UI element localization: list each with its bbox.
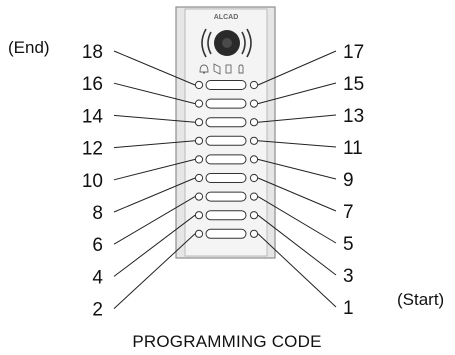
call-button-right[interactable] bbox=[249, 136, 259, 145]
button-number-right: 5 bbox=[343, 234, 354, 255]
call-button-left[interactable] bbox=[194, 192, 204, 201]
button-number-right: 15 bbox=[343, 74, 364, 95]
call-button-left[interactable] bbox=[194, 99, 204, 108]
button-number-right: 17 bbox=[343, 42, 364, 63]
leader-line bbox=[113, 114, 196, 123]
call-button-right[interactable] bbox=[249, 80, 259, 90]
button-number-right: 11 bbox=[343, 138, 363, 159]
leader-line bbox=[113, 233, 196, 309]
call-button-left[interactable] bbox=[194, 136, 204, 145]
button-numbers: 18 17 16 15 14 13 12 11 10 9 8 7 6 5 4 3 2 1 bbox=[82, 42, 364, 321]
call-button-left[interactable] bbox=[194, 229, 204, 238]
call-button-right[interactable] bbox=[249, 229, 259, 238]
leader-line bbox=[257, 158, 337, 180]
call-button-left[interactable] bbox=[194, 118, 204, 127]
name-tag bbox=[205, 135, 247, 146]
name-tag bbox=[205, 191, 247, 202]
button-number-left: 14 bbox=[82, 106, 104, 127]
button-number-left: 12 bbox=[82, 139, 103, 160]
leader-line bbox=[257, 214, 337, 276]
leader-line bbox=[113, 196, 196, 245]
button-number-right: 7 bbox=[343, 202, 354, 223]
bell-icon bbox=[199, 64, 209, 74]
name-tag bbox=[205, 80, 247, 90]
leader-line bbox=[257, 233, 337, 308]
call-button-right[interactable] bbox=[249, 155, 259, 164]
call-button-right[interactable] bbox=[249, 211, 259, 220]
leader-line bbox=[257, 82, 337, 105]
call-button-left[interactable] bbox=[194, 80, 204, 90]
button-number-left: 10 bbox=[82, 171, 103, 192]
speaker-icon bbox=[201, 28, 252, 58]
status-icons bbox=[199, 63, 244, 75]
call-button-right[interactable] bbox=[249, 173, 259, 183]
leader-line bbox=[257, 114, 337, 123]
call-button-right[interactable] bbox=[249, 118, 259, 127]
name-tag bbox=[205, 98, 247, 109]
leader-line bbox=[113, 50, 196, 86]
button-number-left: 4 bbox=[92, 267, 103, 288]
name-tag bbox=[205, 210, 247, 221]
leader-line bbox=[113, 140, 196, 149]
intercom-panel: ALCAD bbox=[175, 6, 276, 259]
leader-line bbox=[257, 50, 337, 86]
name-tag bbox=[205, 154, 247, 165]
leader-lines bbox=[113, 50, 337, 309]
key-icon bbox=[225, 64, 232, 74]
hand-icon bbox=[238, 64, 244, 74]
call-button-right[interactable] bbox=[249, 192, 259, 201]
button-number-right: 13 bbox=[343, 106, 364, 127]
button-number-left: 8 bbox=[92, 203, 103, 224]
call-button-left[interactable] bbox=[194, 155, 204, 164]
name-tag bbox=[205, 117, 247, 128]
name-tag bbox=[205, 173, 247, 183]
call-button-right[interactable] bbox=[249, 99, 259, 108]
leader-line bbox=[257, 196, 337, 244]
leader-line bbox=[257, 140, 337, 148]
button-number-left: 2 bbox=[92, 300, 103, 321]
end-label: (End) bbox=[8, 38, 50, 57]
button-number-left: 18 bbox=[82, 42, 103, 63]
diagram-caption: PROGRAMMING CODE bbox=[132, 332, 321, 351]
button-grid bbox=[194, 80, 259, 239]
button-number-left: 16 bbox=[82, 74, 103, 95]
start-label: (Start) bbox=[397, 290, 444, 309]
door-icon bbox=[213, 63, 221, 75]
leader-line bbox=[113, 158, 196, 181]
button-number-right: 3 bbox=[343, 266, 354, 287]
leader-line bbox=[113, 82, 196, 105]
name-tag bbox=[205, 228, 247, 239]
leader-line bbox=[113, 177, 196, 213]
button-number-right: 9 bbox=[343, 170, 354, 191]
call-button-left[interactable] bbox=[194, 173, 204, 183]
button-number-left: 6 bbox=[92, 235, 103, 256]
brand-logo: ALCAD bbox=[214, 14, 239, 21]
leader-line bbox=[257, 177, 337, 212]
button-number-right: 1 bbox=[343, 298, 354, 319]
leader-line bbox=[113, 214, 196, 277]
call-button-left[interactable] bbox=[194, 211, 204, 220]
